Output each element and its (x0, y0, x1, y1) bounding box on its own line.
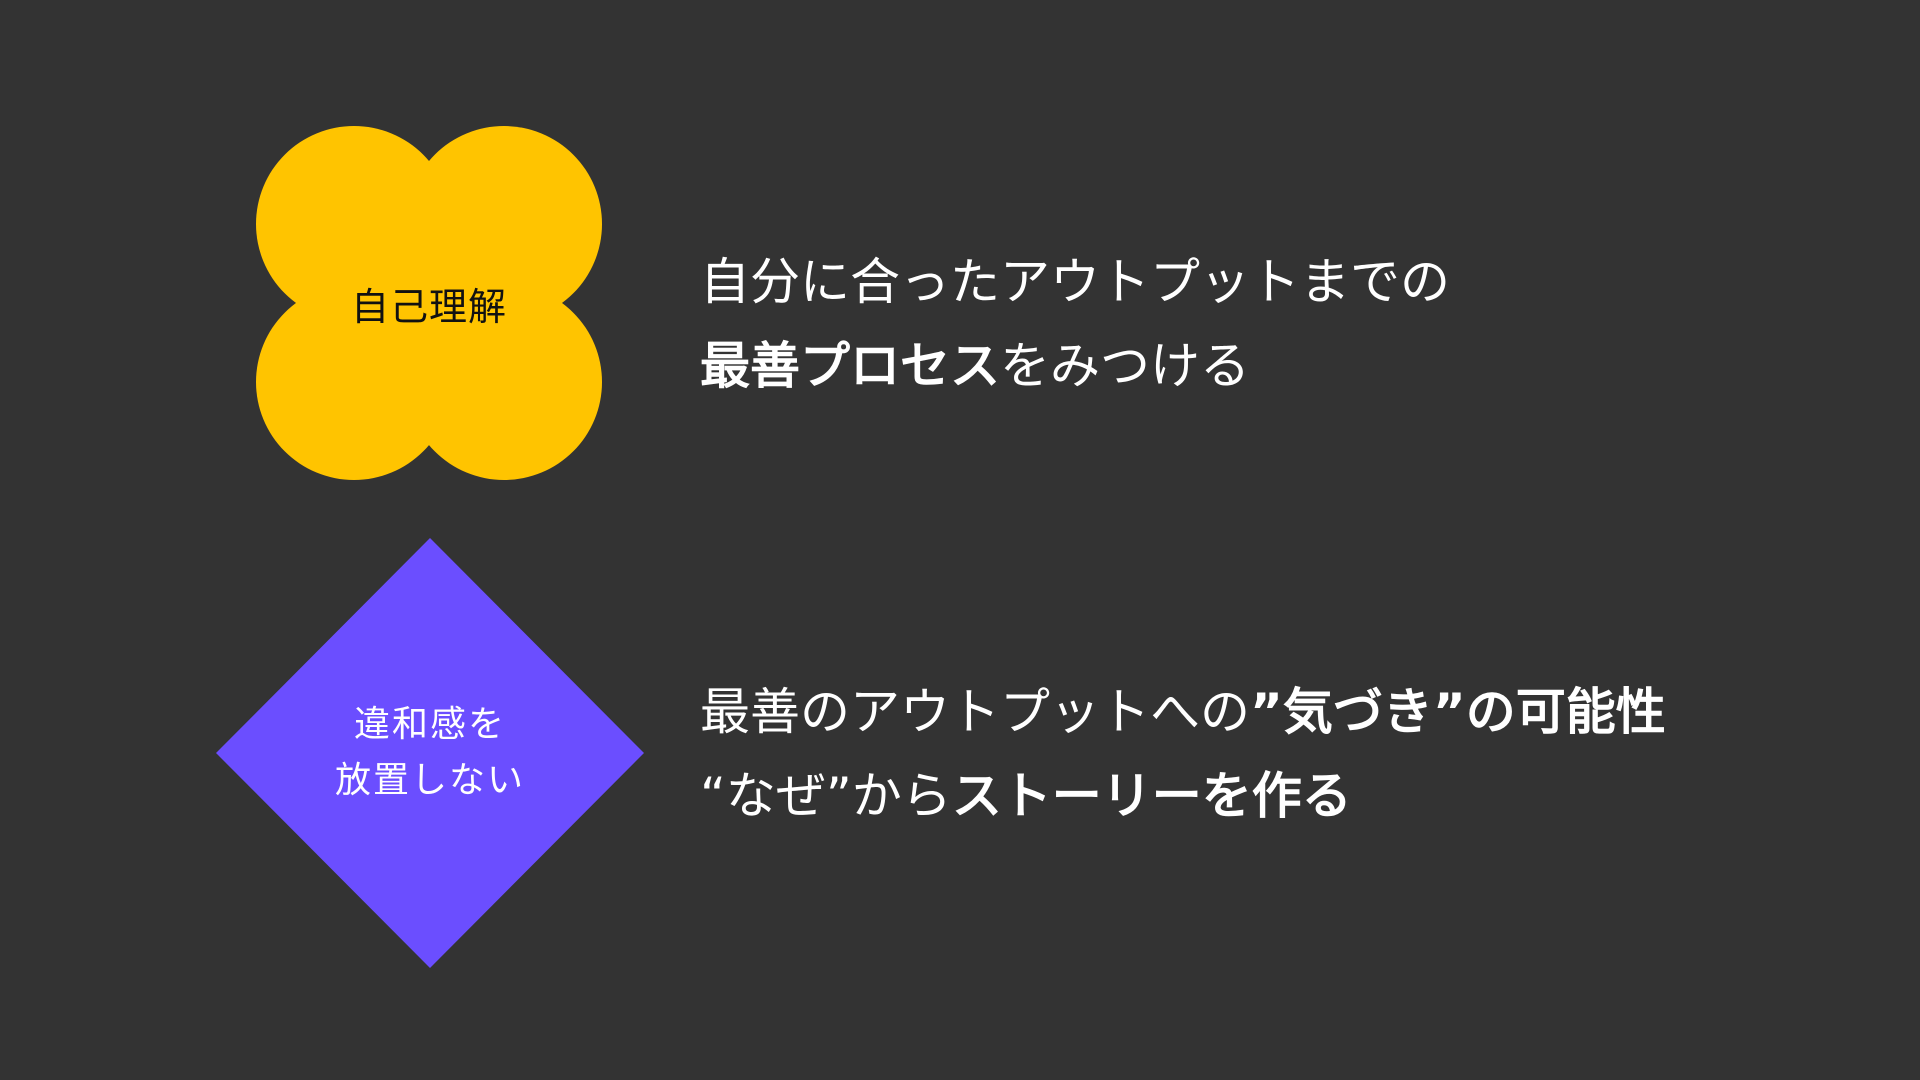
diamond-shape: 違和感を 放置しない (216, 538, 644, 968)
text-block-discomfort: 最善のアウトプットへの”気づき”の可能性 “なぜ”からストーリーを作る (700, 670, 1666, 838)
block1-line1: 自分に合ったアウトプットまでの (700, 253, 1450, 311)
block2-line2-regular: “なぜ”から (700, 767, 952, 825)
diamond-label-line1: 違和感を (353, 704, 506, 745)
block1-line2: 最善プロセスをみつける (700, 324, 1450, 408)
text-block-self-understanding: 自分に合ったアウトプットまでの 最善プロセスをみつける (700, 240, 1450, 408)
diamond-label-line2: 放置しない (334, 760, 525, 801)
block2-line2-bold: ストーリーを作る (951, 767, 1352, 825)
flower-icon (256, 126, 602, 480)
block2-line1-bold-rest: の可能性 (1465, 683, 1666, 741)
block2-line2: “なぜ”からストーリーを作る (700, 754, 1666, 838)
flower-label: 自己理解 (350, 284, 507, 329)
block2-line1: 最善のアウトプットへの”気づき”の可能性 (700, 670, 1666, 754)
block2-line1-bold-quote: ”気づき” (1250, 683, 1466, 741)
diamond-icon (216, 538, 644, 968)
block1-line2-rest: をみつける (1000, 337, 1250, 395)
flower-shape: 自己理解 (254, 126, 604, 480)
block1-line2-bold: 最善プロセス (700, 337, 1000, 395)
block2-line1-regular: 最善のアウトプットへの (700, 683, 1250, 741)
